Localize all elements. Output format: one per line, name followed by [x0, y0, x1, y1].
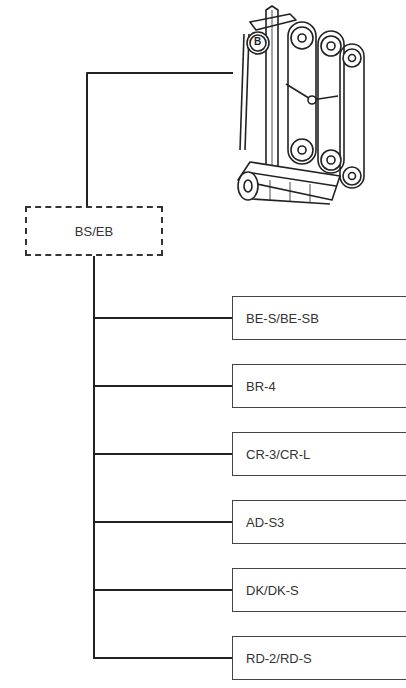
- component-box: BE-S/BE-SB: [232, 296, 406, 340]
- component-box: CR-3/CR-L: [232, 432, 406, 476]
- node-label: BR-4: [246, 379, 276, 394]
- leader-line: [87, 73, 233, 206]
- component-box: BR-4: [232, 364, 406, 408]
- tree-connector: [94, 256, 232, 318]
- node-label: CR-3/CR-L: [246, 447, 310, 462]
- component-box: RD-2/RD-S: [232, 636, 406, 680]
- node-label: RD-2/RD-S: [246, 651, 312, 666]
- tree-connector: [94, 256, 232, 386]
- part-letter: B: [254, 36, 261, 47]
- node-label: AD-S3: [246, 515, 284, 530]
- component-box: DK/DK-S: [232, 568, 406, 612]
- component-box: AD-S3: [232, 500, 406, 544]
- tree-connector: [94, 256, 232, 454]
- tree-connector: [94, 256, 232, 522]
- tree-connector: [94, 256, 232, 658]
- group-box: BS/EB: [25, 206, 163, 256]
- node-label: DK/DK-S: [246, 583, 299, 598]
- tree-connector: [94, 256, 232, 590]
- node-label: BS/EB: [75, 224, 113, 239]
- node-label: BE-S/BE-SB: [246, 311, 319, 326]
